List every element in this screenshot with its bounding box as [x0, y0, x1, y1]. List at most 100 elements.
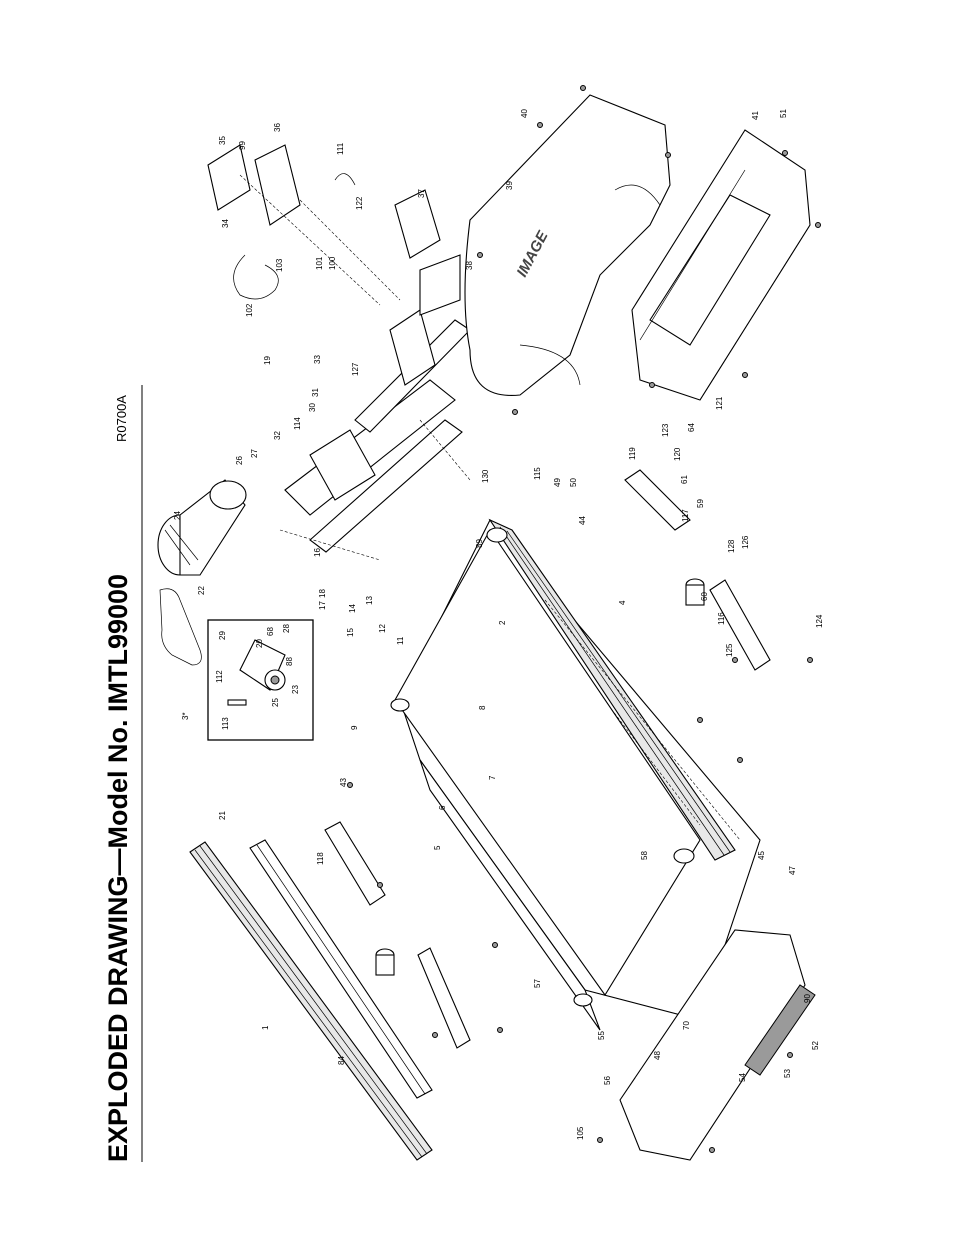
part-label-38: 38 — [465, 261, 474, 270]
part-label-55: 55 — [597, 1031, 606, 1040]
part-label-36: 36 — [273, 123, 282, 132]
part-label-60: 60 — [700, 592, 709, 601]
part-label-21: 21 — [218, 811, 227, 820]
part-label-17: 17 — [318, 601, 327, 610]
part-label-89: 89 — [475, 539, 484, 548]
part-label-34: 34 — [221, 219, 230, 228]
part-label-115: 115 — [533, 467, 542, 480]
part-label-5: 5 — [433, 845, 442, 850]
belt-tensioner-assembly — [227, 639, 286, 706]
part-label-112: 112 — [215, 670, 224, 683]
part-label-99: 99 — [238, 141, 247, 150]
part-label-12: 12 — [378, 624, 387, 633]
part-label-130: 130 — [481, 469, 490, 483]
base-frame — [631, 129, 811, 401]
part-label-114: 114 — [293, 417, 302, 430]
part-label-16: 16 — [313, 548, 322, 557]
upright-frame — [279, 309, 471, 561]
ground-wire — [334, 173, 356, 186]
motor-hood — [464, 94, 671, 396]
part-label-27: 27 — [250, 449, 259, 458]
part-label-43: 43 — [339, 778, 348, 787]
rear-endcap — [619, 929, 816, 1161]
drive-motor — [157, 479, 247, 576]
part-label-33: 33 — [313, 355, 322, 364]
part-label-123: 123 — [661, 423, 670, 437]
part-label-9: 9 — [350, 725, 359, 730]
part-label-29: 29 — [218, 631, 227, 640]
part-label-14: 14 — [348, 604, 357, 613]
part-label-64: 64 — [687, 423, 696, 432]
part-label-101: 101 — [315, 256, 324, 270]
part-label-119: 119 — [628, 447, 637, 460]
part-label-102: 102 — [245, 303, 254, 317]
part-label-7: 7 — [488, 775, 497, 780]
part-label-58: 58 — [640, 851, 649, 860]
rear-roller — [390, 698, 593, 1007]
part-label-11: 11 — [396, 636, 405, 645]
part-label-47: 47 — [788, 866, 797, 875]
part-label-113: 113 — [221, 717, 230, 730]
side-rail-84 — [189, 839, 433, 1161]
part-label-49: 49 — [553, 478, 562, 487]
part-label-13: 13 — [365, 596, 374, 605]
part-label-32: 32 — [273, 431, 282, 440]
part-labels: 123*456789111213141516171819202122232425… — [173, 109, 824, 1140]
part-label-40: 40 — [520, 109, 529, 118]
part-label-61: 61 — [680, 475, 689, 484]
part-label-19: 19 — [263, 356, 272, 365]
part-label-88: 88 — [285, 657, 294, 666]
walking-deck — [394, 528, 701, 996]
drawing-code: R0700A — [114, 395, 129, 442]
part-label-25: 25 — [271, 698, 280, 707]
part-label-39: 39 — [505, 181, 514, 190]
part-label-70: 70 — [682, 1021, 691, 1030]
part-label-127: 127 — [351, 362, 360, 376]
part-label-54: 54 — [738, 1073, 747, 1082]
part-label-84: 84 — [337, 1056, 346, 1065]
part-label-57: 57 — [533, 979, 542, 988]
part-label-59: 59 — [696, 499, 705, 508]
part-label-105: 105 — [576, 1126, 585, 1140]
part-label-52: 52 — [811, 1041, 820, 1050]
part-label-90: 90 — [803, 994, 812, 1003]
part-label-15: 15 — [346, 628, 355, 637]
part-label-100: 100 — [328, 256, 337, 270]
part-label-22: 22 — [197, 586, 206, 595]
part-label-41: 41 — [751, 111, 760, 120]
part-label-118: 118 — [316, 852, 325, 865]
part-label-45: 45 — [757, 851, 766, 860]
front-roller — [486, 527, 695, 864]
part-label-48: 48 — [653, 1051, 662, 1060]
part-label-28: 28 — [282, 624, 291, 633]
part-label-128: 128 — [727, 539, 736, 553]
part-label-126: 126 — [741, 535, 750, 549]
part-label-116: 116 — [717, 612, 726, 625]
part-label-18: 18 — [318, 589, 327, 598]
part-label-30: 30 — [308, 403, 317, 412]
part-label-121: 121 — [715, 396, 724, 410]
part-label-56: 56 — [603, 1076, 612, 1085]
part-label-111: 111 — [336, 142, 345, 155]
drawing-title: EXPLODED DRAWING—Model No. IMTL99000 — [103, 574, 133, 1162]
part-label-3-star: 3* — [181, 712, 190, 720]
part-label-1: 1 — [261, 1025, 270, 1030]
part-label-103: 103 — [275, 258, 284, 272]
left-rail-parts — [324, 821, 471, 1049]
inset-box — [207, 619, 314, 741]
controller-board — [207, 144, 461, 316]
power-cord — [233, 254, 279, 300]
part-label-35: 35 — [218, 136, 227, 145]
part-label-68: 68 — [266, 627, 275, 636]
part-label-2: 2 — [498, 620, 507, 625]
part-label-31: 31 — [311, 388, 320, 397]
part-label-124: 124 — [815, 614, 824, 628]
part-label-6: 6 — [438, 805, 447, 810]
part-label-117: 117 — [681, 509, 690, 522]
fasteners — [347, 85, 821, 1153]
part-label-125: 125 — [725, 643, 734, 657]
part-label-122: 122 — [355, 196, 364, 210]
part-label-120: 120 — [673, 447, 682, 461]
part-label-44: 44 — [578, 516, 587, 525]
